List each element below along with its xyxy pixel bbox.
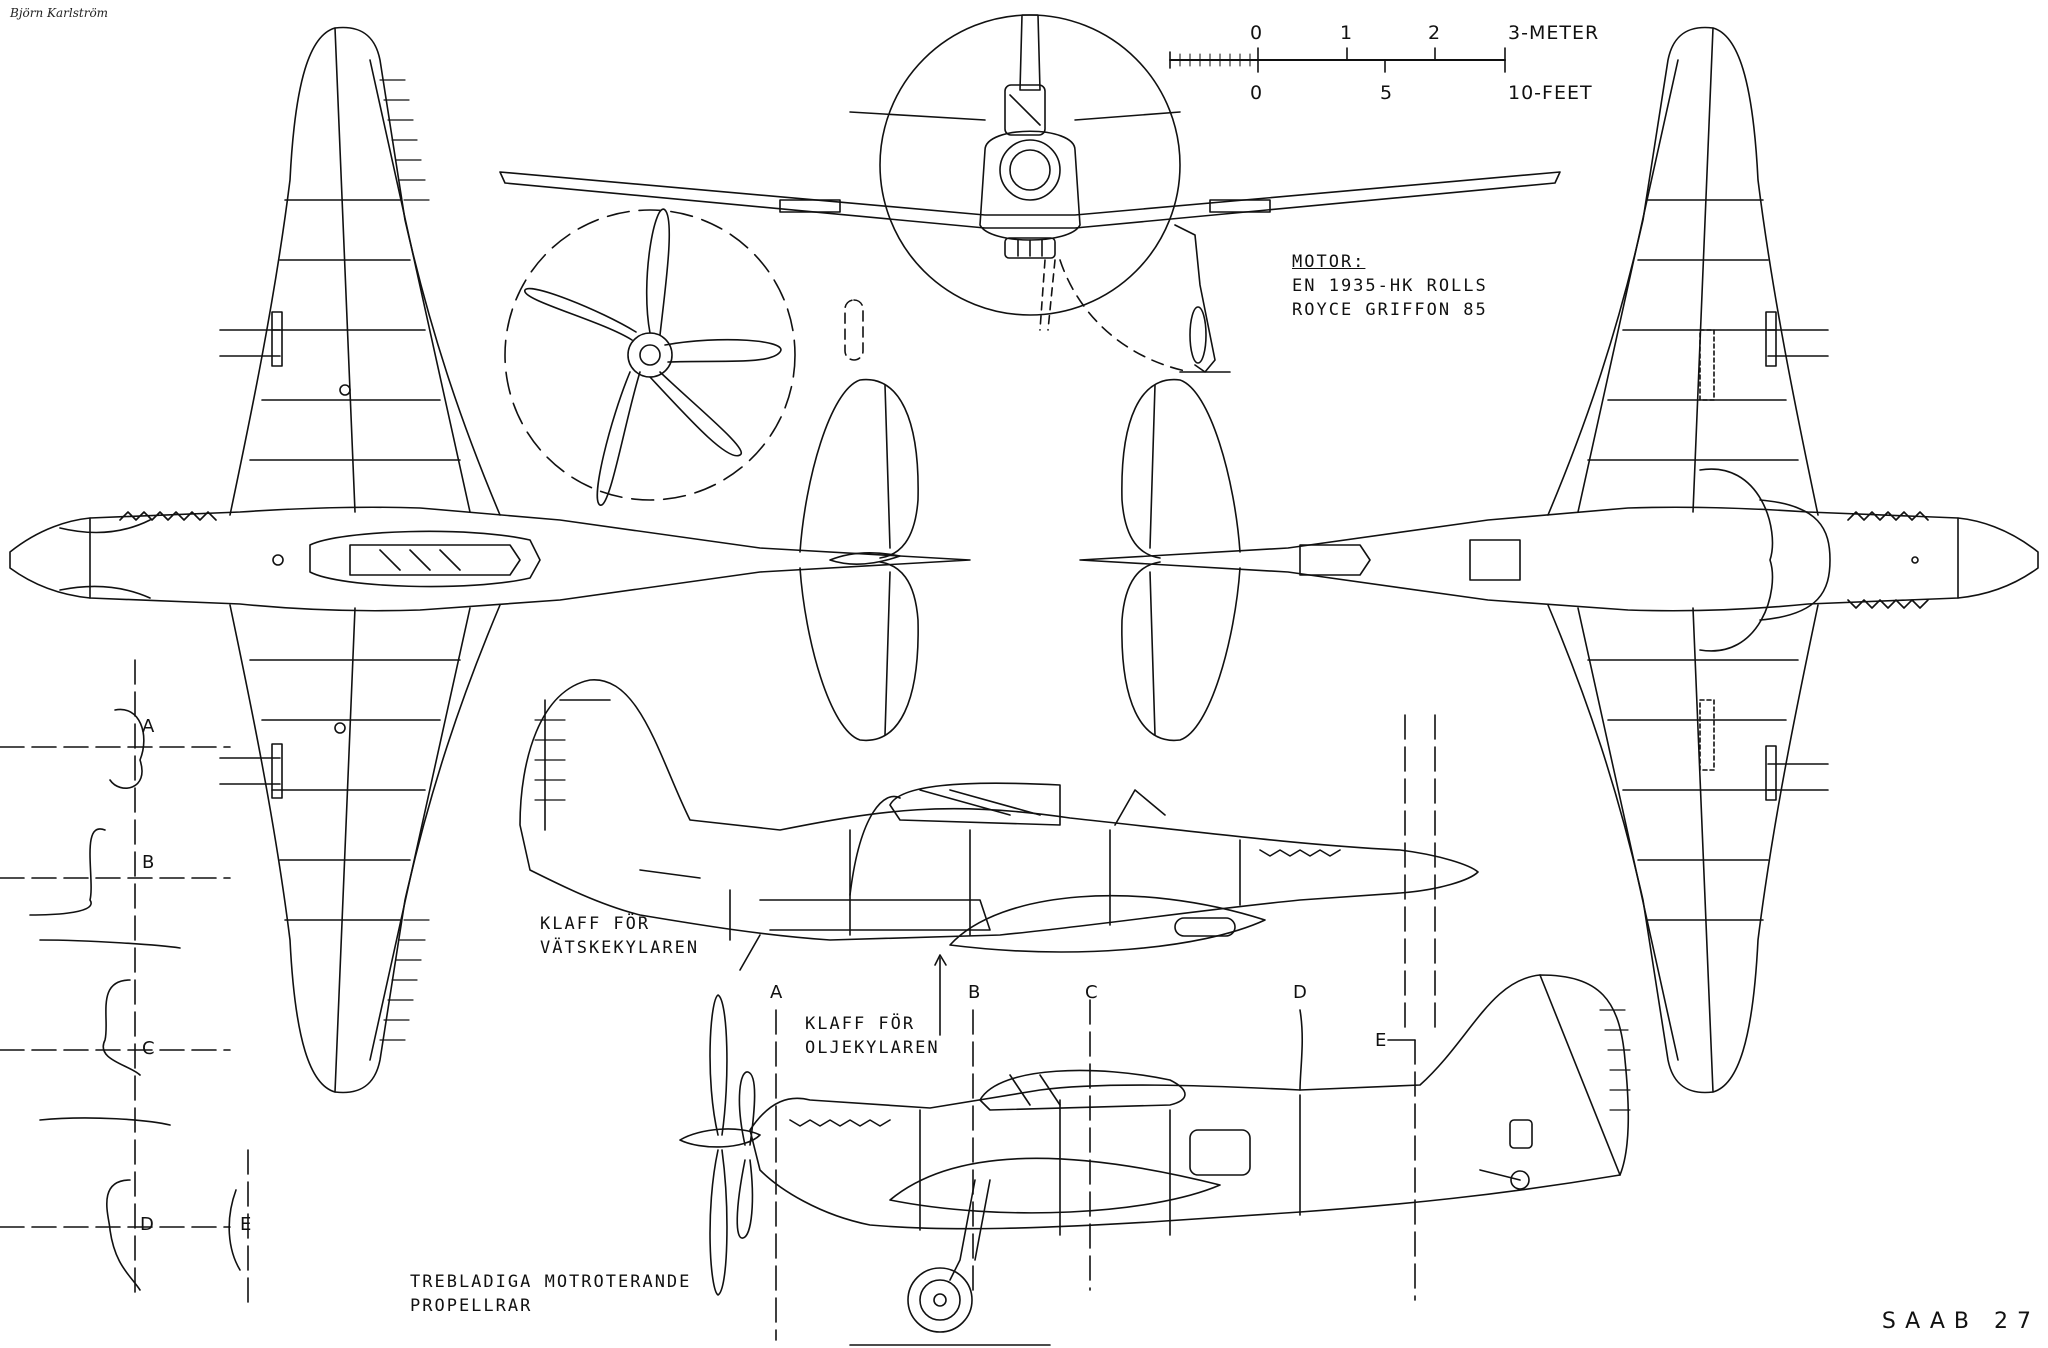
motor-heading: MOTOR:: [1292, 252, 1366, 272]
section-a-left: A: [142, 716, 155, 737]
side-view-lower: [680, 715, 1630, 1345]
klaff-oljekylaren-2: OLJEKYLAREN: [805, 1038, 940, 1058]
section-c-left: C: [142, 1038, 155, 1059]
scale-feet-10: 10-FEET: [1508, 82, 1593, 104]
section-c-mark: C: [1085, 982, 1098, 1003]
scale-meter-3: 3-METER: [1508, 22, 1600, 44]
propeller-front-view: [505, 209, 863, 505]
propeller-note-2: PROPELLRAR: [410, 1296, 533, 1316]
section-d-left: D: [140, 1214, 154, 1235]
klaff-vatskekylaren-1: KLAFF FÖR: [540, 914, 651, 934]
section-e-mark: E: [1375, 1030, 1387, 1051]
section-e-left: E: [240, 1214, 252, 1235]
front-view: [500, 15, 1560, 372]
motor-line-1: EN 1935-HK ROLLS: [1292, 276, 1488, 296]
propeller-note-1: TREBLADIGA MOTROTERANDE: [410, 1272, 692, 1292]
section-b-mark: B: [968, 982, 981, 1003]
section-a-mark: A: [770, 982, 783, 1003]
scale-meter-0: 0: [1250, 22, 1263, 44]
scale-feet-0: 0: [1250, 82, 1263, 104]
bottom-view-plan: [1080, 27, 2038, 1092]
footer-number: 27: [1994, 1309, 2040, 1334]
klaff-vatskekylaren-2: VÄTSKEKYLAREN: [540, 938, 700, 958]
section-d-mark: D: [1293, 982, 1307, 1003]
klaff-oljekylaren-1: KLAFF FÖR: [805, 1014, 916, 1034]
footer-brand: SAAB: [1881, 1309, 1978, 1334]
scale-meter-2: 2: [1428, 22, 1441, 44]
top-view-plan: [10, 27, 970, 1092]
side-view-upper: [520, 680, 1478, 952]
scale-bar: [1170, 48, 1505, 72]
section-b-left: B: [142, 852, 155, 873]
cross-sections: [0, 660, 248, 1310]
scale-meter-1: 1: [1340, 22, 1353, 44]
artist-signature: Björn Karlström: [10, 6, 109, 20]
scale-feet-5: 5: [1380, 82, 1393, 104]
motor-line-2: ROYCE GRIFFON 85: [1292, 300, 1488, 320]
footer-title: SAAB 27: [1882, 1309, 2040, 1334]
